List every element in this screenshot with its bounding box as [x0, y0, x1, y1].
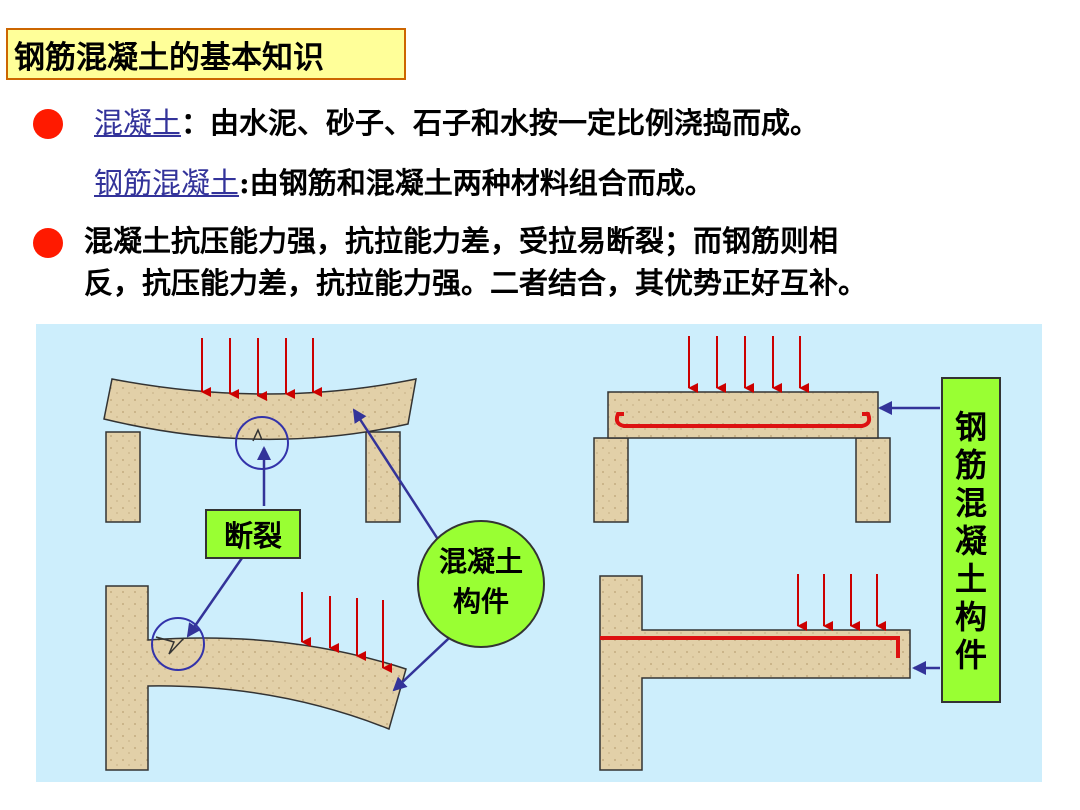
- concrete-member-label-line2: 构件: [453, 585, 509, 618]
- fracture-label: 断裂: [224, 519, 282, 553]
- plain-cantilever-group: [105, 585, 407, 771]
- bullet-icon: [33, 228, 63, 258]
- rc-member-label-char: 件: [955, 636, 987, 674]
- rc-term-link[interactable]: 钢筋混凝土: [94, 166, 240, 200]
- crack-mark: [155, 636, 185, 655]
- concrete-member-label-circle: [417, 520, 545, 648]
- rc-beam-group: [593, 336, 891, 523]
- bullet-icon: [33, 109, 63, 139]
- cantilever-beam: [105, 585, 407, 771]
- rebar: [614, 412, 872, 428]
- rc-member-label-char: 钢: [955, 408, 987, 446]
- concrete-definition: 混凝土：由水泥、砂子、石子和水按一定比例浇捣而成。: [94, 104, 819, 142]
- plain-beam-group: [103, 338, 417, 523]
- crack-circle: [235, 416, 289, 470]
- concrete-member-label-line1: 混凝土: [439, 545, 523, 578]
- rc-definition: 钢筋混凝土:由钢筋和混凝土两种材料组合而成。: [94, 164, 714, 202]
- rc-member-label-char: 土: [955, 560, 987, 598]
- property-line-1: 混凝土抗压能力强，抗拉能力差，受拉易断裂；而钢筋则相: [84, 224, 839, 258]
- rebar: [600, 636, 900, 658]
- support-left: [105, 431, 141, 523]
- rc-member-label-char: 混: [955, 484, 987, 522]
- rc-cantilever: [599, 575, 911, 771]
- rc-member-label-char: 凝: [955, 522, 987, 560]
- support-right: [365, 431, 401, 523]
- concrete-term-link[interactable]: 混凝土: [94, 106, 182, 140]
- rc-member-label-char: 构: [955, 598, 987, 636]
- pointer-arrow: [186, 557, 244, 638]
- rc-member-label-char: 筋: [955, 446, 987, 484]
- diagram-panel: 断裂 混凝土 构件 钢 筋 混 凝 土 构 件: [36, 324, 1042, 782]
- rc-definition-text: :由钢筋和混凝土两种材料组合而成。: [239, 166, 714, 200]
- property-line-2: 反，抗压能力差，抗拉能力强。二者结合，其优势正好互补。: [84, 266, 868, 300]
- crack-circle: [151, 617, 205, 671]
- support-right: [855, 437, 891, 523]
- rc-member-label-box: [941, 377, 1001, 703]
- bent-beam: [103, 378, 417, 441]
- page-title: 钢筋混凝土的基本知识: [6, 28, 406, 80]
- support-left: [593, 437, 629, 523]
- pointer-arrow: [352, 408, 443, 545]
- concrete-definition-text: ：由水泥、砂子、石子和水按一定比例浇捣而成。: [181, 106, 820, 140]
- rc-cantilever-group: [599, 574, 911, 771]
- rc-beam: [607, 391, 879, 439]
- fracture-label-box: [205, 509, 301, 559]
- crack-mark: [252, 428, 263, 442]
